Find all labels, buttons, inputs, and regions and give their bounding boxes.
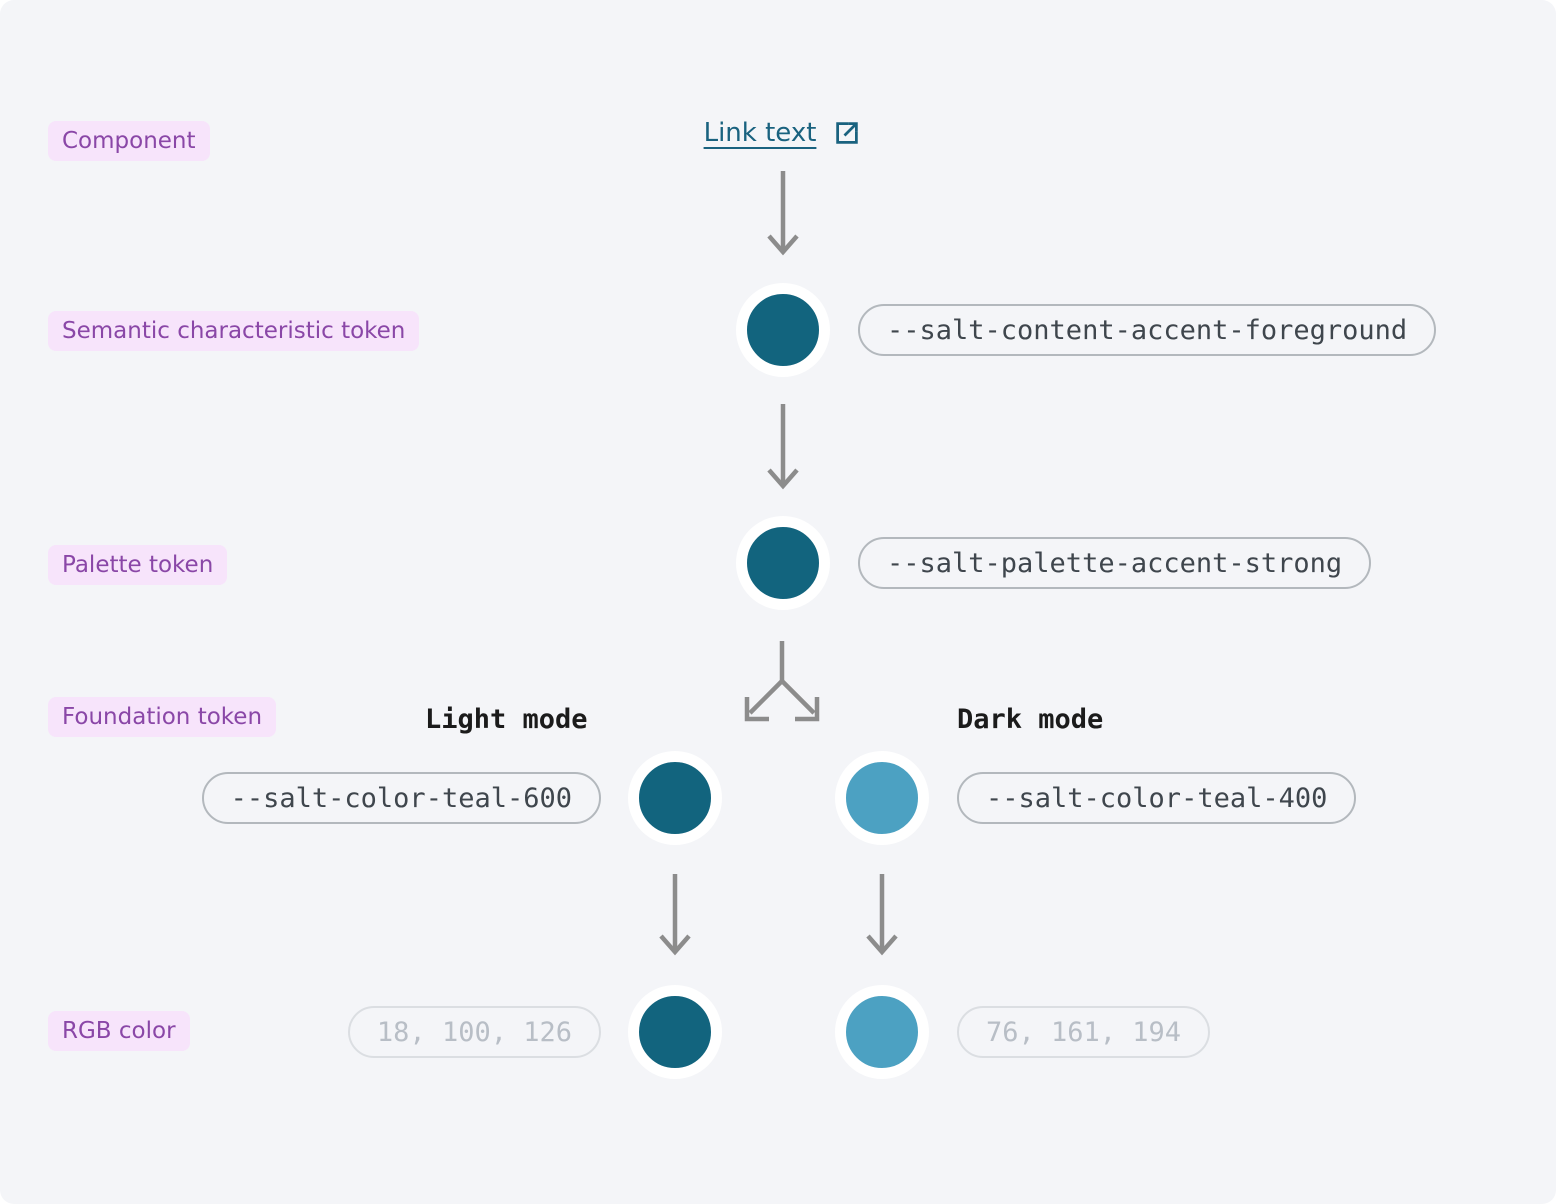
branch-right-arrowhead — [795, 697, 820, 722]
row-label-palette-token: Palette token — [48, 545, 228, 585]
row-label-foundation-token: Foundation token — [48, 697, 277, 737]
foundation-dark-swatch — [835, 751, 929, 845]
arrowhead-2 — [767, 468, 799, 490]
rgb-light-pill: 18, 100, 126 — [347, 1006, 601, 1058]
component-link[interactable]: Link text — [703, 118, 817, 148]
foundation-dark-pill: --salt-color-teal-400 — [957, 772, 1357, 824]
branch-left-arrowhead — [744, 697, 769, 722]
external-link-icon — [836, 122, 859, 144]
dark-mode-label: Dark mode — [957, 704, 1104, 735]
row-label-component: Component — [48, 121, 210, 161]
light-mode-label: Light mode — [425, 704, 588, 735]
palette-token-swatch — [736, 516, 830, 610]
semantic-token-pill: --salt-content-accent-foreground — [858, 304, 1437, 356]
arrowhead-dark — [866, 934, 898, 956]
rgb-dark-pill: 76, 161, 194 — [957, 1006, 1211, 1058]
palette-token-pill: --salt-palette-accent-strong — [858, 537, 1372, 589]
rgb-dark-swatch — [835, 985, 929, 1079]
branch-right-line — [780, 679, 816, 715]
foundation-light-swatch — [628, 751, 722, 845]
rgb-light-swatch — [628, 985, 722, 1079]
branch-left-line — [748, 679, 784, 715]
row-label-rgb-color: RGB color — [48, 1011, 190, 1051]
semantic-token-swatch — [736, 283, 830, 377]
arrowhead-light — [659, 934, 691, 956]
arrowhead-1 — [767, 234, 799, 256]
foundation-light-pill: --salt-color-teal-600 — [201, 772, 601, 824]
row-label-semantic-token: Semantic characteristic token — [48, 311, 420, 351]
component-link-row: Link text — [0, 118, 1556, 148]
